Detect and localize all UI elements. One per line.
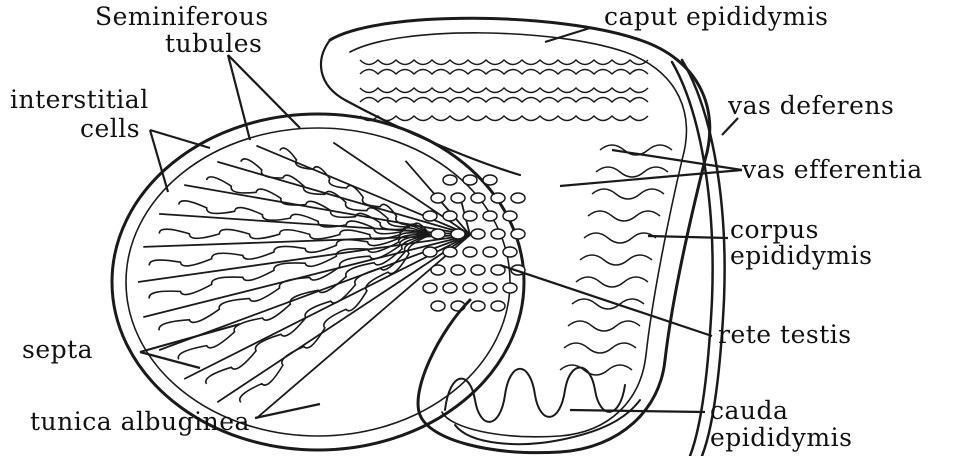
septum-line: [138, 235, 470, 282]
corpus-coil: [580, 255, 652, 265]
tunica-inner-outline: [126, 128, 510, 436]
labels: Seminiferous tubules caput epididymis in…: [10, 2, 923, 452]
caput-coil: [360, 88, 648, 93]
rete-cell: [511, 229, 525, 239]
rete-cell: [423, 283, 437, 293]
cauda-epididymis-coils: [445, 368, 640, 445]
rete-cell: [431, 193, 445, 203]
rete-cell: [471, 229, 485, 239]
corpus-coil: [592, 189, 664, 199]
rete-cell: [463, 175, 477, 185]
rete-cell: [471, 193, 485, 203]
rete-cell: [443, 283, 457, 293]
corpus-coil: [568, 321, 640, 331]
rete-cell: [491, 229, 505, 239]
corpus-coil: [588, 211, 660, 221]
leader-septa-2: [140, 352, 200, 368]
rete-cell: [491, 193, 505, 203]
corpus-coil: [584, 233, 656, 243]
septum-line: [143, 235, 470, 247]
leader-interstitial-1: [150, 130, 210, 148]
rete-cell: [463, 211, 477, 221]
rete-cell: [463, 283, 477, 293]
rete-cell: [443, 211, 457, 221]
rete-cell: [503, 211, 517, 221]
label-interstitial-line2: cells: [80, 114, 140, 143]
label-vas-deferens: vas deferens: [727, 91, 894, 120]
label-cauda-line2: epididymis: [710, 423, 852, 452]
rete-cell: [451, 229, 465, 239]
corpus-coil: [564, 343, 636, 353]
rete-cell: [483, 283, 497, 293]
label-rete-testis: rete testis: [718, 320, 852, 349]
caput-coil: [360, 98, 648, 103]
rete-cell: [431, 229, 445, 239]
leader-vas-efferentia-2: [560, 170, 742, 186]
caput-coil: [360, 70, 648, 75]
corpus-coil: [576, 277, 648, 287]
caput-coil: [360, 116, 648, 121]
label-cauda-line1: cauda: [710, 396, 788, 425]
leader-corpus: [648, 236, 728, 238]
leader-septa-1: [140, 324, 240, 352]
label-corpus-line1: corpus: [730, 215, 819, 244]
leader-vas-deferens: [722, 118, 738, 135]
label-seminiferous-line1: Seminiferous: [95, 2, 269, 31]
rete-cell: [491, 301, 505, 311]
label-seminiferous-line2: tubules: [165, 29, 262, 58]
rete-cell: [431, 301, 445, 311]
rete-cell: [511, 193, 525, 203]
caput-coil: [360, 60, 648, 65]
corpus-coil: [596, 167, 668, 177]
testis-body: [112, 114, 524, 450]
label-corpus-line2: epididymis: [730, 241, 872, 270]
rete-cell: [503, 283, 517, 293]
label-tunica-albuginea: tunica albuginea: [30, 407, 250, 436]
septa-lines: [138, 143, 470, 419]
rete-cell: [443, 175, 457, 185]
rete-cell: [423, 247, 437, 257]
septum-line: [256, 146, 470, 235]
rete-cell: [451, 265, 465, 275]
rete-cell: [483, 247, 497, 257]
tunica-albuginea-outline: [112, 114, 524, 450]
rete-cell: [503, 247, 517, 257]
rete-cell: [443, 247, 457, 257]
rete-cell: [431, 265, 445, 275]
label-caput-epididymis: caput epididymis: [604, 2, 828, 31]
rete-cell: [483, 175, 497, 185]
rete-cell: [423, 211, 437, 221]
rete-cell: [471, 265, 485, 275]
rete-cell: [463, 247, 477, 257]
label-septa: septa: [22, 335, 93, 364]
label-interstitial-line1: interstitial: [10, 85, 149, 114]
rete-cell: [451, 193, 465, 203]
rete-cell: [471, 301, 485, 311]
leader-cauda: [570, 410, 705, 412]
label-vas-efferentia: vas efferentia: [741, 155, 923, 184]
leader-seminiferous-1: [228, 55, 300, 128]
leader-vas-efferentia-1: [612, 150, 742, 170]
rete-cell: [483, 211, 497, 221]
seminiferous-tubule: [159, 235, 430, 330]
